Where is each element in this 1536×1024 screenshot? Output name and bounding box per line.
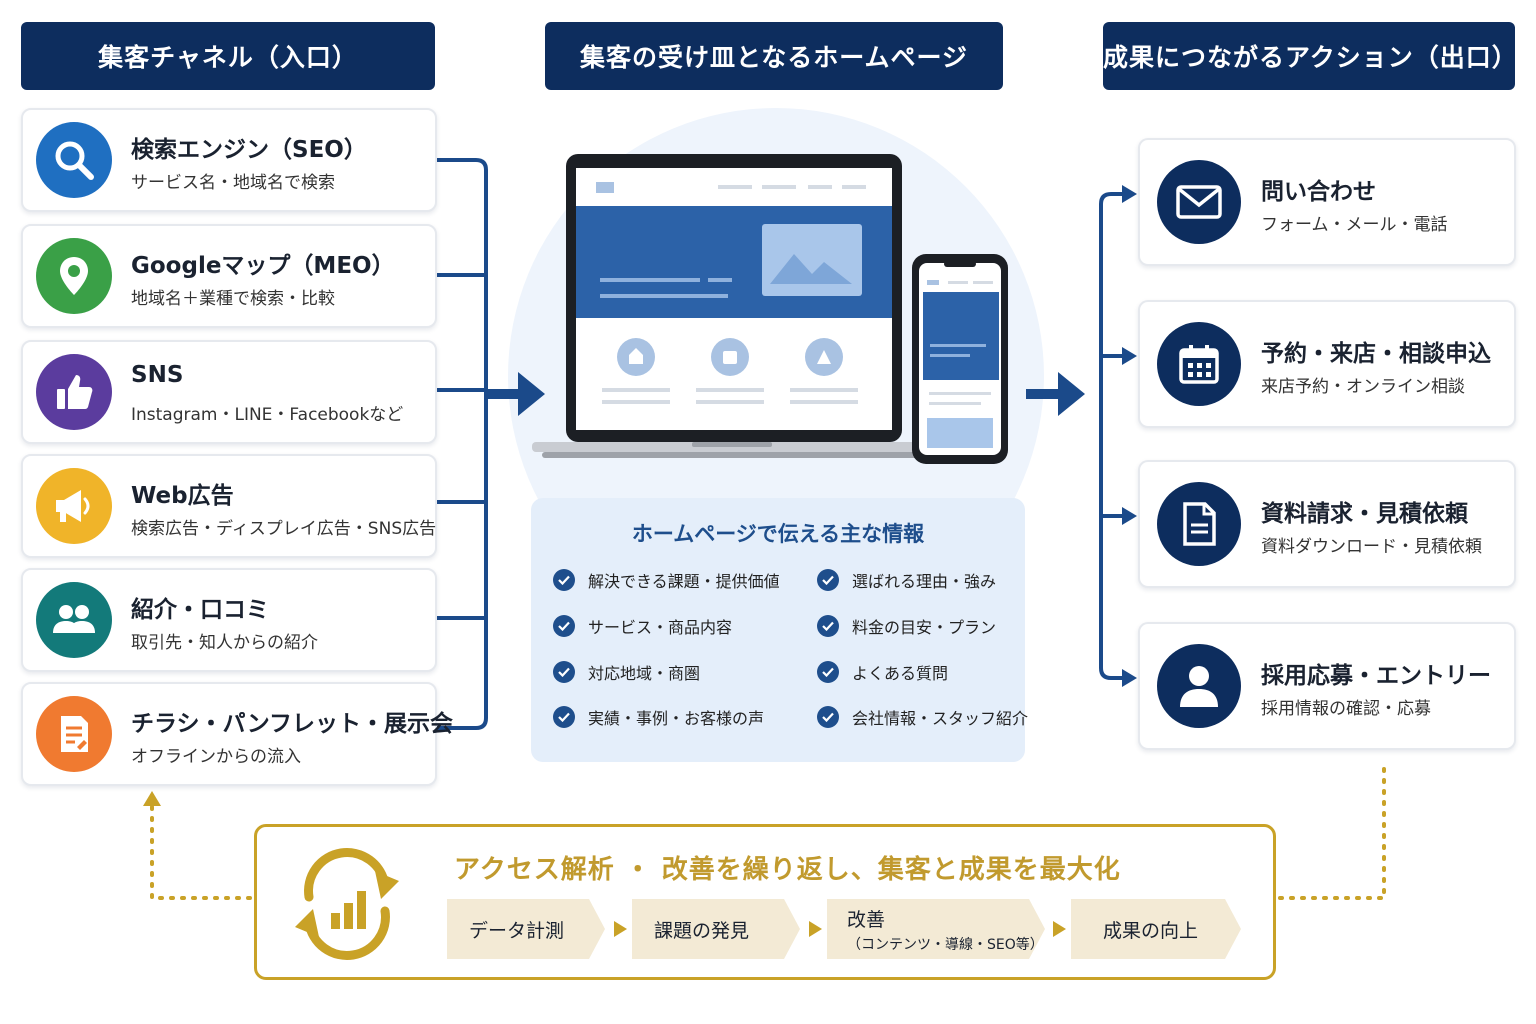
calendar-icon: [1157, 322, 1241, 406]
check-icon: [553, 615, 575, 637]
dotted-loop-left: [150, 798, 252, 900]
document-icon: [1157, 482, 1241, 566]
step-improvement: 改善 （コンテンツ・導線・SEO等）: [827, 899, 1045, 959]
info-item: 実績・事例・お客様の声: [553, 705, 764, 729]
action-title: 予約・来店・相談申込: [1261, 341, 1491, 367]
action-card-reservation: 予約・来店・相談申込 来店予約・オンライン相談: [1138, 300, 1516, 428]
megaphone-icon: [36, 468, 112, 544]
search-icon: [36, 122, 112, 198]
step-issue-discovery: 課題の発見: [632, 899, 800, 959]
channel-card-seo: 検索エンジン（SEO） サービス名・地域名で検索: [21, 108, 437, 212]
info-item: サービス・商品内容: [553, 614, 732, 638]
action-title: 採用応募・エントリー: [1261, 663, 1491, 689]
loop-title: アクセス解析 ・ 改善を繰り返し、集客と成果を最大化: [454, 855, 1121, 885]
people-icon: [36, 582, 112, 658]
step-result-improvement: 成果の向上: [1071, 899, 1241, 959]
website-device-mockup-icon: [532, 154, 1008, 464]
channel-card-sns: SNS Instagram・LINE・Facebookなど: [21, 340, 437, 444]
flyer-icon: [36, 696, 112, 772]
header-homepage: 集客の受け皿となるホームページ: [545, 22, 1003, 90]
action-subtitle: 採用情報の確認・応募: [1261, 699, 1431, 719]
action-card-recruitment: 採用応募・エントリー 採用情報の確認・応募: [1138, 622, 1516, 750]
arrow-action-3: [1122, 507, 1137, 525]
info-item: 対応地域・商圏: [553, 660, 700, 684]
channel-subtitle: Instagram・LINE・Facebookなど: [131, 405, 404, 425]
header-channels: 集客チャネル（入口）: [21, 22, 435, 90]
arrow-out-head: [1058, 372, 1085, 416]
improvement-loop-box: アクセス解析 ・ 改善を繰り返し、集客と成果を最大化 データ計測 課題の発見 改…: [254, 824, 1276, 980]
action-title: 資料請求・見積依頼: [1261, 501, 1468, 527]
step-arrow-icon: [809, 921, 822, 937]
action-subtitle: 来店予約・オンライン相談: [1261, 377, 1465, 397]
channel-subtitle: 地域名＋業種で検索・比較: [131, 289, 335, 309]
info-item: 会社情報・スタッフ紹介: [817, 705, 1028, 729]
dotted-loop-arrow: [143, 791, 161, 806]
channel-title: チラシ・パンフレット・展示会: [131, 711, 453, 737]
info-item: 解決できる課題・提供価値: [553, 568, 780, 592]
arrow-action-4: [1122, 669, 1137, 687]
check-icon: [553, 569, 575, 591]
homepage-info-box: ホームページで伝える主な情報 解決できる課題・提供価値 選ばれる理由・強み サー…: [531, 498, 1028, 762]
bracket-left: [433, 158, 488, 730]
info-box-title: ホームページで伝える主な情報: [631, 522, 925, 546]
step-arrow-icon: [1053, 921, 1066, 937]
channel-title: 検索エンジン（SEO）: [131, 137, 367, 163]
check-icon: [817, 569, 839, 591]
check-icon: [553, 706, 575, 728]
channel-title: Web広告: [131, 483, 234, 509]
check-icon: [553, 661, 575, 683]
info-item: 料金の目安・プラン: [817, 614, 996, 638]
arrow-in-head: [518, 372, 545, 416]
bracket-right: [1099, 192, 1124, 680]
info-item: 選ばれる理由・強み: [817, 568, 996, 592]
channel-card-meo: Googleマップ（MEO） 地域名＋業種で検索・比較: [21, 224, 437, 328]
person-icon: [1157, 644, 1241, 728]
mail-icon: [1157, 160, 1241, 244]
step-arrow-icon: [614, 921, 627, 937]
channel-title: 紹介・口コミ: [131, 597, 269, 623]
channel-title: Googleマップ（MEO）: [131, 253, 395, 279]
channel-title: SNS: [131, 362, 184, 388]
check-icon: [817, 661, 839, 683]
analytics-cycle-icon: [295, 848, 399, 960]
info-item: よくある質問: [817, 660, 948, 684]
action-card-inquiry: 問い合わせ フォーム・メール・電話: [1138, 138, 1516, 266]
thumbs-up-icon: [36, 354, 112, 430]
map-pin-icon: [36, 238, 112, 314]
channel-card-web-ads: Web広告 検索広告・ディスプレイ広告・SNS広告: [21, 454, 437, 558]
action-title: 問い合わせ: [1261, 179, 1376, 205]
arrow-action-2: [1122, 347, 1137, 365]
channel-subtitle: 取引先・知人からの紹介: [131, 633, 318, 653]
action-subtitle: フォーム・メール・電話: [1261, 215, 1448, 235]
header-actions: 成果につながるアクション（出口）: [1103, 22, 1517, 90]
channel-card-offline: チラシ・パンフレット・展示会 オフラインからの流入: [21, 682, 453, 786]
action-card-documents: 資料請求・見積依頼 資料ダウンロード・見積依頼: [1138, 460, 1516, 588]
action-subtitle: 資料ダウンロード・見積依頼: [1261, 537, 1482, 557]
arrow-action-1: [1122, 185, 1137, 203]
channel-subtitle: サービス名・地域名で検索: [131, 173, 335, 193]
channel-subtitle: 検索広告・ディスプレイ広告・SNS広告: [131, 519, 437, 539]
check-icon: [817, 615, 839, 637]
channel-subtitle: オフラインからの流入: [131, 747, 301, 767]
step-data-measurement: データ計測: [447, 899, 605, 959]
channel-card-referral: 紹介・口コミ 取引先・知人からの紹介: [21, 568, 437, 672]
dotted-loop-right: [1278, 760, 1386, 900]
check-icon: [817, 706, 839, 728]
